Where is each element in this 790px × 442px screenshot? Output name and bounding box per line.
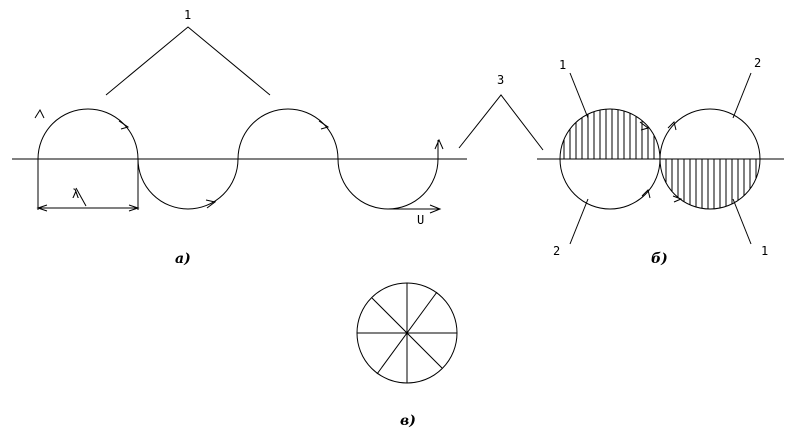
label-b-top-right: 2 <box>754 56 761 70</box>
wave-arrow-4 <box>318 120 330 130</box>
leader-lines-3 <box>458 94 544 151</box>
circle-arrow-1 <box>639 121 650 131</box>
wavelength-leader <box>75 187 87 207</box>
caption-c: в) <box>400 413 416 429</box>
dimension-arrow-right <box>128 204 140 212</box>
circle-right <box>659 108 761 210</box>
wheel-spoke-diagonal-2 <box>376 291 438 375</box>
circle-arrow-4 <box>672 195 683 203</box>
label-b-bottom-left: 2 <box>553 244 560 258</box>
hatch-right-lower <box>665 159 757 209</box>
label-wavelength: λ <box>72 187 79 201</box>
label-1-top: 1 <box>184 8 191 22</box>
leader-b-top-right <box>732 72 752 119</box>
circle-arrow-3 <box>641 189 651 199</box>
label-velocity: U <box>417 213 424 227</box>
wave-arrow-2 <box>118 120 130 130</box>
wave-arrow-3 <box>205 199 217 209</box>
velocity-arrowhead <box>429 204 442 214</box>
figure-b: 1 2 2 1 б) <box>537 56 784 267</box>
hatch-left-upper <box>563 109 655 159</box>
circle-arrow-2 <box>667 121 677 131</box>
label-b-bottom-right: 1 <box>761 244 768 258</box>
label-3: 3 <box>497 73 504 87</box>
leader-b-bottom-right <box>732 198 752 245</box>
caption-a: а) <box>175 251 191 267</box>
leader-b-top-left <box>569 72 589 119</box>
caption-b: б) <box>651 251 668 267</box>
wave-arrow-1 <box>34 108 45 119</box>
leader-b-bottom-left <box>569 198 589 245</box>
label-b-top-left: 1 <box>559 58 566 72</box>
wave-path <box>37 108 439 210</box>
wave-arrow-5 <box>434 138 444 150</box>
figure-a: 1 λ U а) <box>12 8 467 267</box>
leader-lines-1 <box>105 26 271 96</box>
figure-c: в) <box>356 282 458 429</box>
dimension-arrow-left <box>36 204 48 212</box>
connector-3: 3 <box>458 73 544 151</box>
